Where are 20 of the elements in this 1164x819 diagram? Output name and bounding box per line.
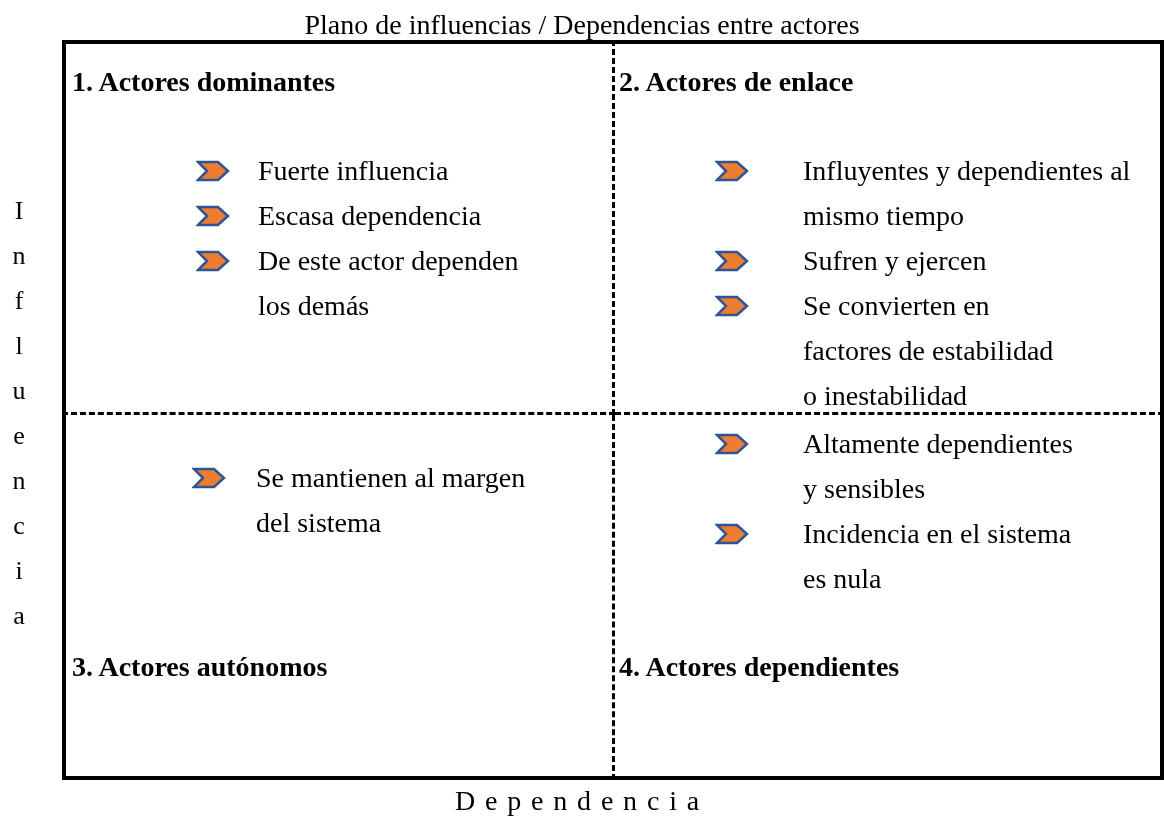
quadrant-heading: 2. Actores de enlace — [619, 65, 854, 99]
bullet-text: Se convierten en factores de estabilidad o inestabilidad — [803, 289, 1055, 413]
bullet-text: Escasa dependencia — [258, 199, 483, 233]
bullet-text: Influyentes y dependientes al mismo tiempo — [803, 154, 1132, 233]
axis-label: Dependencia — [454, 784, 710, 818]
bullet-text: Fuerte influencia — [258, 154, 450, 188]
bullet-text: De este actor dependen los demás — [258, 244, 520, 323]
quadrant-panel — [62, 40, 615, 415]
quadrant-heading: 1. Actores dominantes — [72, 65, 336, 99]
bullet-text: Incidencia en el sistema es nula — [803, 517, 1073, 596]
bullet-text: Se mantienen al margen del sistema — [256, 461, 527, 540]
bullet-text: Sufren y ejercen — [803, 244, 988, 278]
quadrant-heading: 3. Actores autónomos — [72, 650, 328, 684]
axis-label: Influencia — [12, 195, 26, 632]
bullet-text: Altamente dependientes y sensibles — [803, 427, 1074, 506]
quadrant-heading: 4. Actores dependientes — [619, 650, 900, 684]
quadrant-panel — [615, 40, 1164, 415]
diagram-title: Plano de influencias / Dependencias entre actores — [303, 8, 861, 42]
quadrant-panel — [62, 415, 615, 780]
quadrant-panel — [615, 415, 1164, 780]
